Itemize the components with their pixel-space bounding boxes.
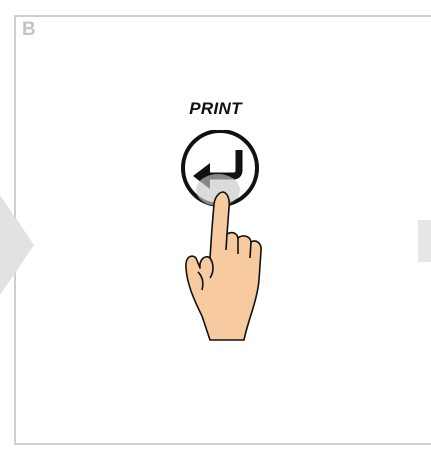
- press-illustration: [150, 130, 290, 350]
- next-tab-icon[interactable]: [418, 220, 431, 262]
- step-letter: B: [22, 19, 36, 41]
- print-label: PRINT: [0, 99, 431, 119]
- pointing-finger-icon: [186, 192, 261, 340]
- previous-arrow-icon[interactable]: [0, 195, 34, 295]
